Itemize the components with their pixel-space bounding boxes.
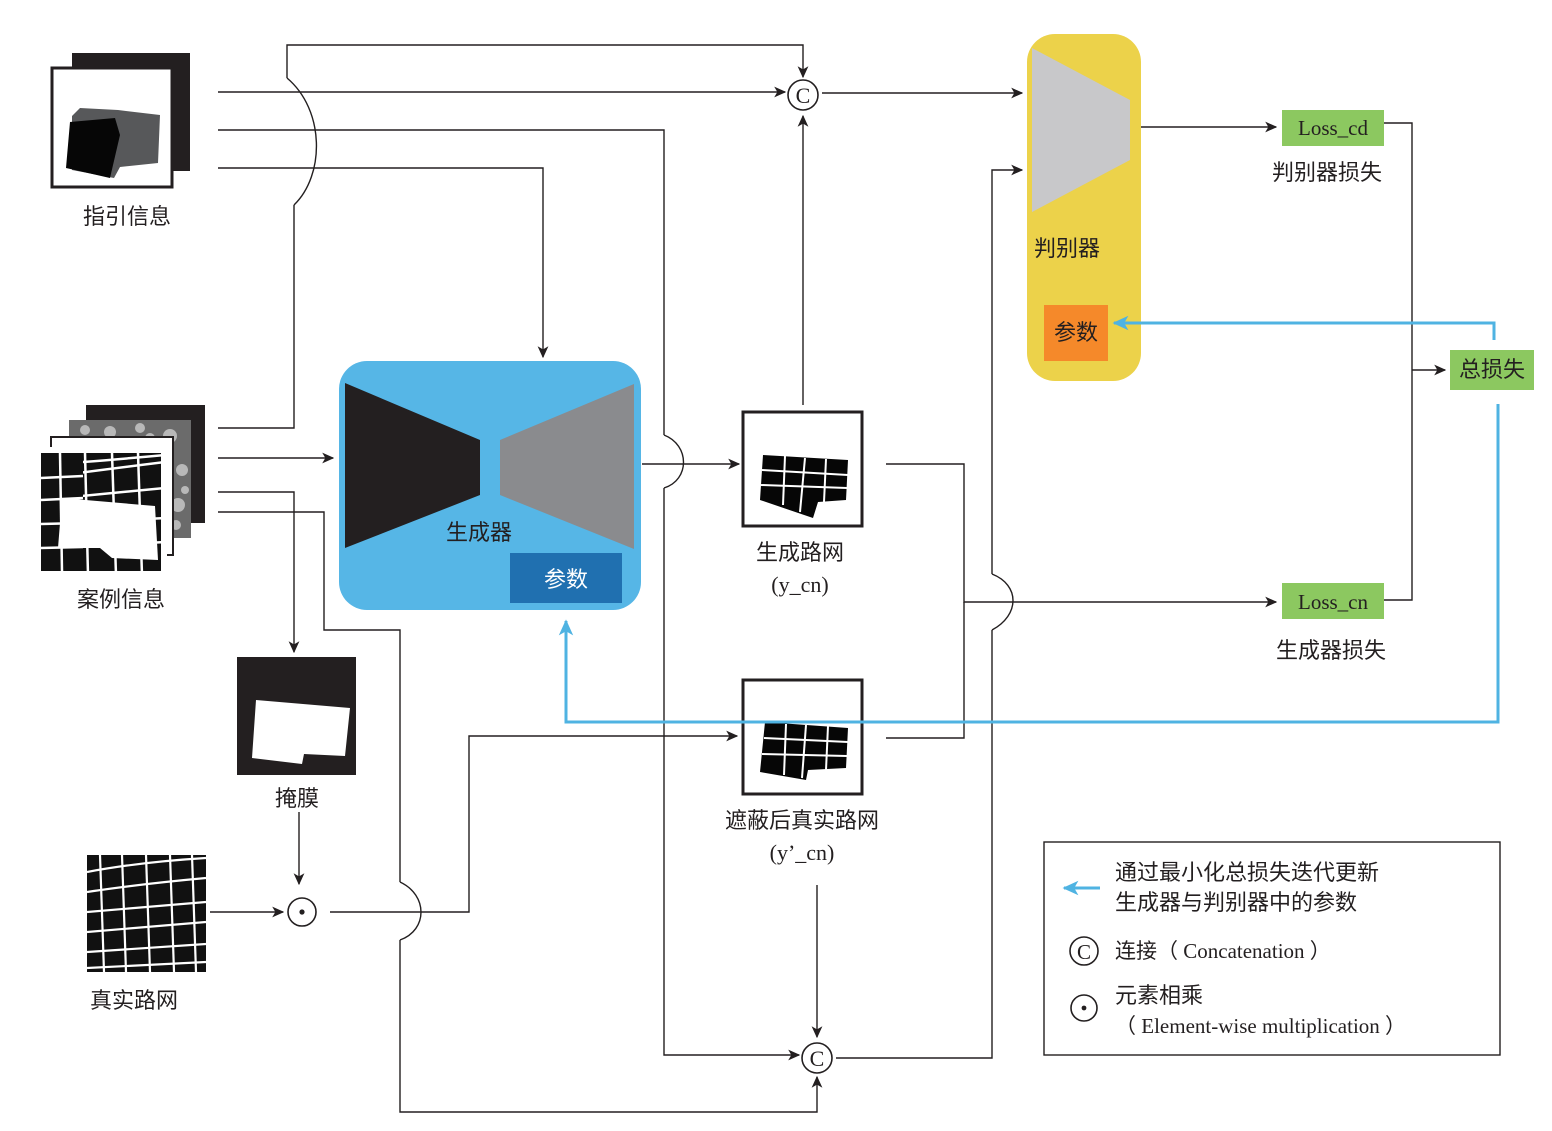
concat-icon — [1069, 936, 1099, 966]
real-road-label: 真实路网 — [90, 989, 178, 1014]
concat-node-top: C — [787, 79, 819, 111]
masked-real-road-image: 遮蔽后真实路网 (y’_cn) — [725, 678, 879, 865]
real-road-lines — [87, 855, 206, 972]
legend-concat-symbol: C — [1077, 940, 1091, 964]
generator-decoder — [500, 384, 634, 549]
masked-road-lines — [761, 723, 849, 779]
multiply-node — [287, 897, 317, 927]
legend-concat-text: 连接（ Concatenation ） — [1115, 939, 1331, 963]
masked-real-road-label: 遮蔽后真实路网 — [725, 809, 879, 834]
legend-multiply-line1: 元素相乘 — [1115, 984, 1203, 1009]
loss-cn-group: Loss_cn 生成器损失 — [1276, 583, 1386, 664]
discriminator-params-label: 参数 — [1054, 321, 1098, 346]
concat-icon — [801, 1042, 833, 1074]
guidance-info-stack: 指引信息 — [50, 53, 190, 230]
discriminator-params-box — [1044, 305, 1108, 361]
legend-update-line1: 通过最小化总损失迭代更新 — [1115, 861, 1379, 886]
concat-symbol-bottom: C — [810, 1046, 825, 1071]
legend-multiply-line2: （ Element-wise multiplication ） — [1115, 1014, 1406, 1038]
loss-cd-box — [1282, 110, 1384, 146]
update-arrows — [558, 315, 1500, 724]
case-info-label: 案例信息 — [77, 588, 165, 613]
loss-cn-box — [1282, 583, 1384, 619]
legend-update-line2: 生成器与判别器中的参数 — [1115, 891, 1357, 916]
generator-params-box — [510, 553, 622, 603]
generator-block: 生成器 参数 — [339, 361, 641, 610]
loss-cn-caption: 生成器损失 — [1276, 639, 1386, 664]
real-road-image: 真实路网 — [87, 855, 206, 1014]
total-loss-group: 总损失 — [1450, 350, 1534, 390]
legend-frame — [1043, 841, 1501, 1056]
guidance-dark-block — [66, 118, 120, 178]
total-loss-label: 总损失 — [1459, 358, 1525, 383]
generator-encoder — [345, 383, 480, 548]
discriminator-label: 判别器 — [1034, 237, 1100, 262]
loss-cd-caption: 判别器损失 — [1272, 161, 1382, 186]
generated-road-lines — [760, 455, 849, 513]
loss-cd-label: Loss_cd — [1298, 116, 1368, 140]
masked-real-road-variable: (y’_cn) — [770, 840, 835, 865]
generated-road-image: 生成路网 (y_cn) — [741, 410, 864, 597]
concat-symbol-top: C — [796, 83, 811, 108]
mask-white-region — [252, 700, 350, 764]
discriminator-shape — [1032, 48, 1130, 212]
legend-box: 通过最小化总损失迭代更新 生成器与判别器中的参数 C 连接（ Concatena… — [1043, 841, 1501, 1056]
case-mask-hole — [58, 498, 158, 560]
total-loss-box — [1450, 350, 1534, 390]
generated-road-variable: (y_cn) — [771, 572, 828, 597]
mask-label: 掩膜 — [275, 787, 319, 812]
generated-road-label: 生成路网 — [756, 541, 844, 566]
loss-cd-group: Loss_cd 判别器损失 — [1272, 110, 1384, 186]
guidance-info-label: 指引信息 — [83, 205, 171, 230]
generator-label: 生成器 — [446, 521, 512, 546]
discriminator-block: 判别器 参数 — [1027, 34, 1141, 381]
case-info-stack: 案例信息 — [35, 405, 205, 613]
concat-icon — [787, 79, 819, 111]
connection-lines — [210, 44, 1447, 1113]
generator-params-label: 参数 — [544, 568, 588, 593]
concat-node-bottom: C — [801, 1042, 833, 1074]
loss-cn-label: Loss_cn — [1298, 590, 1368, 614]
mask-image: 掩膜 — [237, 657, 356, 812]
